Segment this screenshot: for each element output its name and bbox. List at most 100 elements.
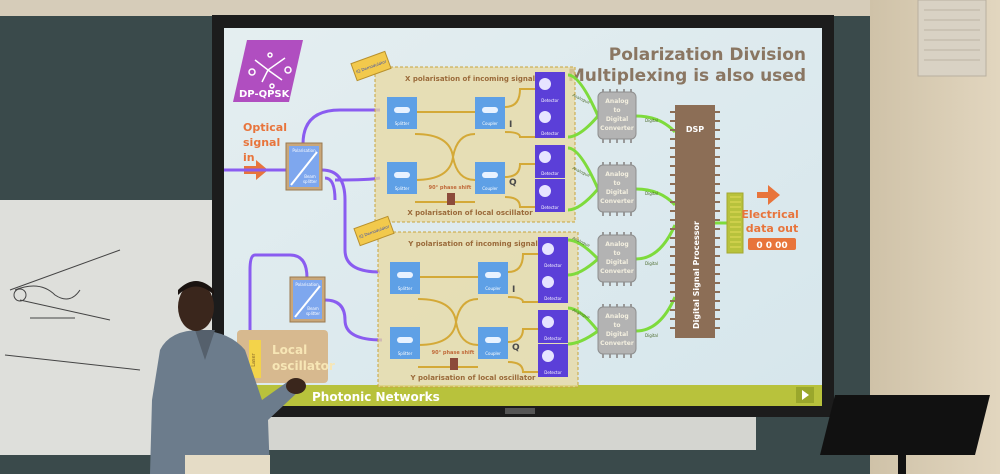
detector <box>535 145 565 178</box>
coupler-icon <box>485 337 501 343</box>
polarisation-beam-splitter-x: Polarisation Beam splitter <box>285 142 323 191</box>
adc-pin <box>630 282 632 286</box>
local-oscillator-label: Local oscillator <box>272 343 335 373</box>
adc-chip <box>597 306 637 355</box>
splitter-icon <box>394 172 410 178</box>
adc-pin <box>602 89 604 93</box>
svg-text:Polarisation: Polarisation <box>292 148 316 153</box>
adc-pin <box>630 212 632 216</box>
adc-pin <box>609 282 611 286</box>
adc-pin <box>623 89 625 93</box>
adc-label: Digital <box>606 331 628 338</box>
adc-pin <box>616 282 618 286</box>
i-label: I <box>509 120 512 130</box>
waveguides <box>414 88 535 208</box>
iq-bottom-label: X polarisation of local oscillator <box>407 209 533 217</box>
adc-label: Converter <box>600 125 634 132</box>
laser-icon <box>249 340 261 378</box>
laser-label: Laser <box>251 352 257 367</box>
svg-text:Polarisation: Polarisation <box>295 282 319 287</box>
adc-pin <box>630 232 632 236</box>
digital-label: Digital <box>645 333 658 338</box>
adc-pin <box>623 162 625 166</box>
detector-label: Detector <box>541 131 559 136</box>
adc-label: Converter <box>600 198 634 205</box>
coupler-label: Coupler <box>482 121 498 126</box>
signal-trace <box>567 224 677 277</box>
adc-pin <box>609 212 611 216</box>
adc-pin <box>623 232 625 236</box>
adc-pin <box>602 139 604 143</box>
detector-label: Detector <box>541 98 559 103</box>
adc-pin <box>602 282 604 286</box>
adc-pin <box>609 304 611 308</box>
output-bits-badge <box>748 238 796 250</box>
detector-label: Detector <box>544 336 562 341</box>
splitter-icon <box>397 337 413 343</box>
adc-label: to <box>614 322 621 329</box>
coupler-icon <box>482 172 498 178</box>
whiteboard-scribbles <box>4 249 141 371</box>
electrical-data-out-label: Electrical data out <box>741 208 802 235</box>
photodiode-icon <box>542 276 554 288</box>
adc-pin <box>616 212 618 216</box>
projector-logo <box>505 408 535 414</box>
detector <box>538 237 568 270</box>
iq-top-label: X polarisation of incoming signal <box>405 75 535 83</box>
detector <box>538 310 568 343</box>
play-icon <box>802 390 809 400</box>
adc-pin <box>630 354 632 358</box>
detector <box>538 344 568 377</box>
adc-pin <box>623 282 625 286</box>
adc-label: Digital <box>606 259 628 266</box>
iq-top-label: Y polarisation of incoming signal <box>407 240 538 248</box>
adc-pin <box>630 304 632 308</box>
constellation-icon <box>248 52 292 89</box>
output-arrow-icon <box>757 185 780 205</box>
adc-label: Digital <box>606 116 628 123</box>
adc-pin <box>623 354 625 358</box>
detector <box>535 105 565 138</box>
adc-label: Digital <box>606 189 628 196</box>
adc-pin <box>630 139 632 143</box>
coupler-label: Coupler <box>485 351 501 356</box>
adc-group: AnalogueDigitalAnalogtoDigitalConverterA… <box>567 73 677 358</box>
wall-speaker <box>917 0 987 77</box>
adc-pin <box>616 354 618 358</box>
q-label: Q <box>509 178 517 188</box>
optical-fibers <box>224 108 383 342</box>
coupler-icon <box>482 107 498 113</box>
adc-label: Analog <box>605 171 628 178</box>
adc-pin <box>630 89 632 93</box>
detector-label: Detector <box>541 205 559 210</box>
adc-label: to <box>614 250 621 257</box>
adc-chip <box>597 164 637 213</box>
adc-pin <box>623 139 625 143</box>
detector-label: Detector <box>544 296 562 301</box>
adc-pin <box>602 162 604 166</box>
adc-pin <box>623 304 625 308</box>
signal-trace <box>567 296 677 346</box>
output-connector <box>726 192 744 254</box>
splitter-label: Splitter <box>395 121 410 126</box>
adc-pin <box>623 212 625 216</box>
adc-pin <box>616 162 618 166</box>
adc-label: Analog <box>605 98 628 105</box>
speaker-grille <box>924 9 980 61</box>
adc-label: to <box>614 180 621 187</box>
coupler-label: Coupler <box>482 186 498 191</box>
iq-demodulator-chip-icon <box>350 50 392 82</box>
detector <box>538 270 568 303</box>
footer-text: Photonic Networks <box>312 390 440 404</box>
adc-pin <box>602 212 604 216</box>
svg-text:splitter: splitter <box>303 179 317 184</box>
adc-pin <box>616 89 618 93</box>
adc-label: Analog <box>605 241 628 248</box>
dsp-label: DSP <box>686 125 704 134</box>
coupler-icon <box>485 272 501 278</box>
svg-text:splitter: splitter <box>306 311 320 316</box>
photodiode-icon <box>539 111 551 123</box>
